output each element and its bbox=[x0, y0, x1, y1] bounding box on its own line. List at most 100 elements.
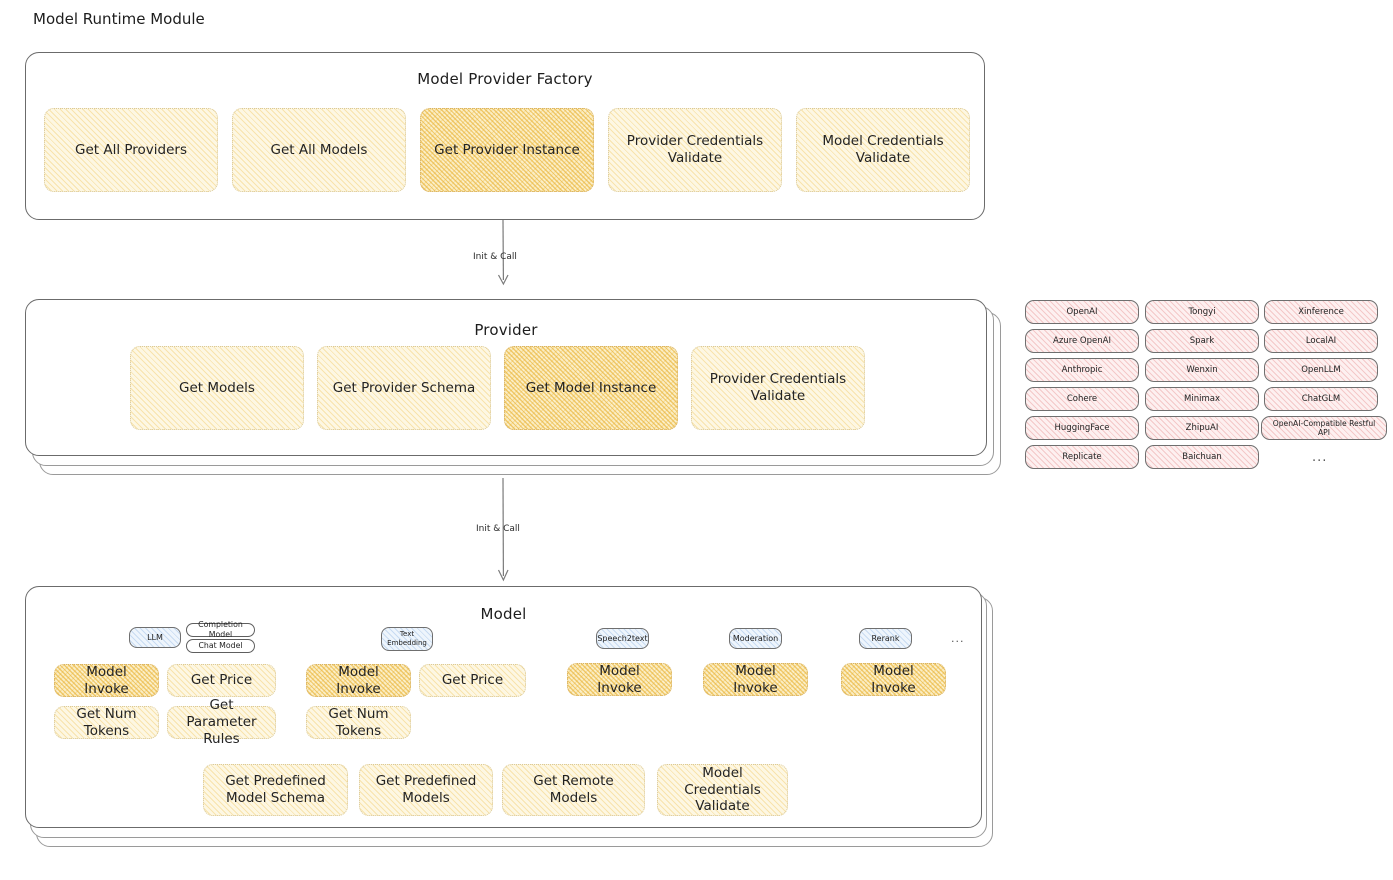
node-label: Model Invoke bbox=[84, 663, 129, 697]
node-label: Model Invoke bbox=[336, 663, 381, 697]
provider-chip-minimax[interactable]: Minimax bbox=[1145, 387, 1259, 411]
model-provider-factory-title: Model Provider Factory bbox=[417, 70, 593, 88]
node-label: Get Predefined Models bbox=[375, 773, 477, 806]
model-title: Model bbox=[480, 605, 527, 623]
node-label: Get Predefined Model Schema bbox=[225, 773, 326, 806]
chip-label: ZhipuAI bbox=[1185, 422, 1219, 433]
model-badge-rerank[interactable]: Rerank bbox=[859, 628, 912, 649]
badge-label: Moderation bbox=[732, 633, 779, 643]
page-title: Model Runtime Module bbox=[33, 10, 205, 28]
model-badge-moderation[interactable]: Moderation bbox=[729, 628, 782, 649]
chip-label: Cohere bbox=[1066, 393, 1098, 404]
node-label: Model Invoke bbox=[597, 662, 642, 696]
node-label: Get Price bbox=[190, 672, 253, 689]
chip-label: Spark bbox=[1189, 335, 1215, 346]
node-label: Get All Models bbox=[270, 141, 368, 158]
connector-factory-to-provider bbox=[497, 219, 509, 286]
provider-chip-chatglm[interactable]: ChatGLM bbox=[1264, 387, 1378, 411]
node-label: Get Model Instance bbox=[525, 379, 657, 396]
node-get-remote-models[interactable]: Get Remote Models bbox=[502, 764, 645, 816]
chip-label: OpenAI-Compatible Restful API bbox=[1272, 418, 1376, 437]
node-label: Get Remote Models bbox=[533, 773, 614, 806]
chip-label: Azure OpenAI bbox=[1053, 335, 1111, 346]
model-tag-completion-model[interactable]: Completion Model bbox=[186, 620, 255, 639]
node-label: Get Provider Schema bbox=[332, 379, 476, 396]
edge-label-init-call-1: Init & Call bbox=[473, 252, 517, 262]
tag-label: Chat Model bbox=[198, 641, 243, 651]
provider-chip-wenxin[interactable]: Wenxin bbox=[1145, 358, 1259, 382]
node-get-model-instance[interactable]: Get Model Instance bbox=[504, 346, 678, 430]
node-rerank-model-invoke[interactable]: Model Invoke bbox=[841, 663, 946, 696]
provider-chip-openllm[interactable]: OpenLLM bbox=[1264, 358, 1378, 382]
node-label: Model Invoke bbox=[733, 662, 778, 696]
model-types-more: ... bbox=[951, 632, 965, 645]
chip-label: Xinference bbox=[1298, 306, 1344, 317]
provider-chip-openai-compatible-restful-api[interactable]: OpenAI-Compatible Restful API bbox=[1261, 416, 1387, 440]
badge-label: LLM bbox=[147, 632, 163, 642]
node-text-embedding-get-num-tokens[interactable]: Get Num Tokens bbox=[306, 706, 411, 739]
node-label: Get Price bbox=[441, 672, 504, 689]
chip-label: Wenxin bbox=[1186, 364, 1218, 375]
node-get-all-models[interactable]: Get All Models bbox=[232, 108, 406, 192]
node-label: Model Invoke bbox=[871, 662, 916, 696]
provider-chip-huggingface[interactable]: HuggingFace bbox=[1025, 416, 1139, 440]
model-badge-llm[interactable]: LLM bbox=[129, 627, 181, 648]
chip-label: LocalAI bbox=[1305, 335, 1337, 346]
edge-label-init-call-2: Init & Call bbox=[476, 524, 520, 534]
model-badge-speech2text[interactable]: Speech2text bbox=[596, 628, 649, 649]
provider-list-more: ... bbox=[1312, 450, 1328, 465]
badge-label: Rerank bbox=[871, 633, 900, 643]
chip-label: Replicate bbox=[1062, 451, 1102, 462]
provider-chip-azure-openai[interactable]: Azure OpenAI bbox=[1025, 329, 1139, 353]
node-speech2text-model-invoke[interactable]: Model Invoke bbox=[567, 663, 672, 696]
node-label: Get Parameter Rules bbox=[186, 697, 257, 747]
chip-label: ChatGLM bbox=[1301, 393, 1341, 404]
provider-chip-spark[interactable]: Spark bbox=[1145, 329, 1259, 353]
provider-chip-localai[interactable]: LocalAI bbox=[1264, 329, 1378, 353]
node-label: Model Credentials Validate bbox=[684, 764, 761, 815]
chip-label: OpenAI bbox=[1066, 306, 1098, 317]
node-llm-get-num-tokens[interactable]: Get Num Tokens bbox=[54, 706, 159, 739]
chip-label: Minimax bbox=[1184, 393, 1220, 404]
node-label: Get All Providers bbox=[75, 141, 187, 158]
node-provider-credentials-validate-2[interactable]: Provider Credentials Validate bbox=[691, 346, 865, 430]
node-label: Get Num Tokens bbox=[328, 705, 389, 739]
node-get-provider-instance[interactable]: Get Provider Instance bbox=[420, 108, 594, 192]
node-get-predefined-model-schema[interactable]: Get Predefined Model Schema bbox=[203, 764, 348, 816]
chip-label: Tongyi bbox=[1188, 306, 1216, 317]
chip-label: OpenLLM bbox=[1301, 364, 1341, 375]
provider-chip-replicate[interactable]: Replicate bbox=[1025, 445, 1139, 469]
provider-chip-openai[interactable]: OpenAI bbox=[1025, 300, 1139, 324]
chip-label: Baichuan bbox=[1182, 451, 1222, 462]
node-moderation-model-invoke[interactable]: Model Invoke bbox=[703, 663, 808, 696]
badge-label: Speech2text bbox=[597, 633, 648, 643]
provider-title: Provider bbox=[474, 321, 538, 339]
node-get-provider-schema[interactable]: Get Provider Schema bbox=[317, 346, 491, 430]
provider-chip-cohere[interactable]: Cohere bbox=[1025, 387, 1139, 411]
provider-chip-zhipuai[interactable]: ZhipuAI bbox=[1145, 416, 1259, 440]
node-llm-get-price[interactable]: Get Price bbox=[167, 664, 276, 697]
model-tag-chat-model[interactable]: Chat Model bbox=[186, 639, 255, 653]
node-provider-credentials-validate[interactable]: Provider Credentials Validate bbox=[608, 108, 782, 192]
provider-chip-anthropic[interactable]: Anthropic bbox=[1025, 358, 1139, 382]
node-get-predefined-models[interactable]: Get Predefined Models bbox=[359, 764, 493, 816]
node-label: Get Provider Instance bbox=[434, 141, 580, 158]
node-label: Get Num Tokens bbox=[76, 705, 137, 739]
node-label: Provider Credentials Validate bbox=[709, 371, 847, 404]
node-llm-model-invoke[interactable]: Model Invoke bbox=[54, 664, 159, 697]
connector-provider-to-model bbox=[497, 477, 509, 582]
provider-chip-tongyi[interactable]: Tongyi bbox=[1145, 300, 1259, 324]
node-model-credentials-validate[interactable]: Model Credentials Validate bbox=[796, 108, 970, 192]
node-label: Provider Credentials Validate bbox=[626, 133, 764, 166]
node-get-models[interactable]: Get Models bbox=[130, 346, 304, 430]
provider-chip-xinference[interactable]: Xinference bbox=[1264, 300, 1378, 324]
node-label: Get Models bbox=[179, 379, 255, 396]
node-model-credentials-validate-2[interactable]: Model Credentials Validate bbox=[657, 764, 788, 816]
node-label: Model Credentials Validate bbox=[822, 133, 944, 166]
node-get-all-providers[interactable]: Get All Providers bbox=[44, 108, 218, 192]
node-llm-get-parameter-rules[interactable]: Get Parameter Rules bbox=[167, 697, 276, 747]
model-badge-text-embedding[interactable]: Text Embedding bbox=[381, 627, 433, 651]
provider-chip-baichuan[interactable]: Baichuan bbox=[1145, 445, 1259, 469]
node-text-embedding-get-price[interactable]: Get Price bbox=[419, 664, 526, 697]
node-text-embedding-model-invoke[interactable]: Model Invoke bbox=[306, 664, 411, 697]
